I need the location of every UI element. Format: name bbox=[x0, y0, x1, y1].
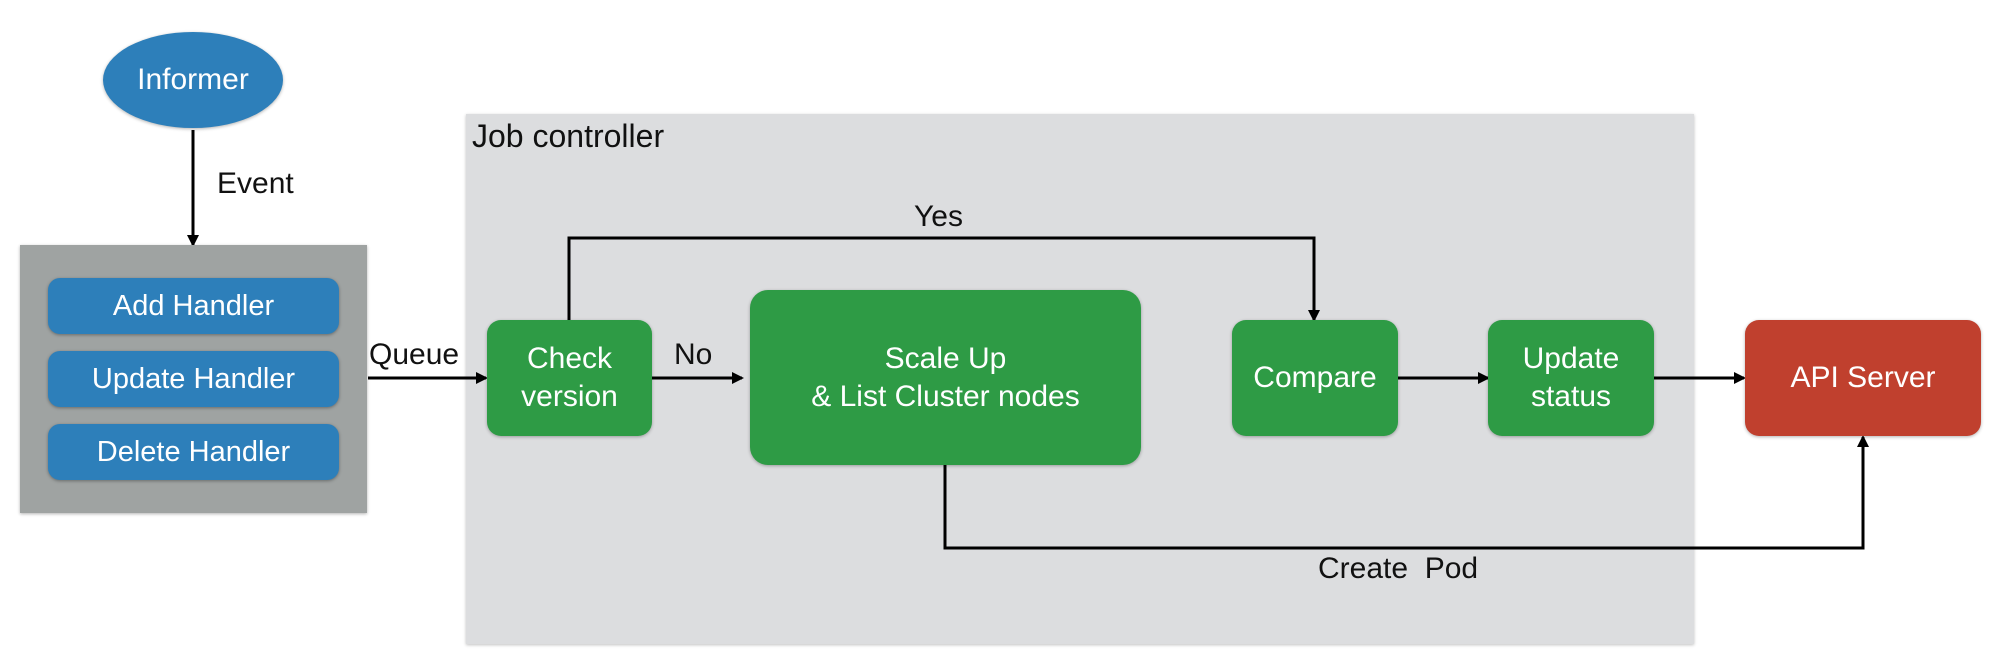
add-handler-node: Add Handler bbox=[48, 278, 339, 334]
informer-node: Informer bbox=[103, 32, 283, 128]
queue-label: Queue bbox=[369, 338, 460, 371]
scale-up-node: Scale Up & List Cluster nodes bbox=[750, 290, 1141, 465]
event-label: Event bbox=[217, 167, 294, 200]
api-server-node: API Server bbox=[1745, 320, 1981, 436]
create-pod-label: Create Pod bbox=[1318, 552, 1479, 585]
create-pod-arrow bbox=[943, 435, 1869, 550]
check-version-line1: Check bbox=[526, 342, 613, 375]
update-handler-node: Update Handler bbox=[48, 351, 339, 407]
job-controller-title: Job controller bbox=[472, 118, 665, 154]
no-label: No bbox=[674, 338, 713, 371]
update-status-line2: status bbox=[1530, 380, 1612, 413]
check-version-line2: version bbox=[521, 380, 618, 413]
scale-up-line2: & List Cluster nodes bbox=[811, 379, 1080, 413]
check-version-node: Check version bbox=[487, 320, 652, 436]
update-status-line1: Update bbox=[1522, 342, 1620, 375]
scale-up-line1: Scale Up bbox=[884, 341, 1007, 375]
yes-label: Yes bbox=[914, 200, 963, 233]
compare-node: Compare bbox=[1232, 320, 1398, 436]
delete-handler-node: Delete Handler bbox=[48, 424, 339, 480]
yes-arrow bbox=[567, 236, 1320, 322]
update-status-node: Update status bbox=[1488, 320, 1654, 436]
